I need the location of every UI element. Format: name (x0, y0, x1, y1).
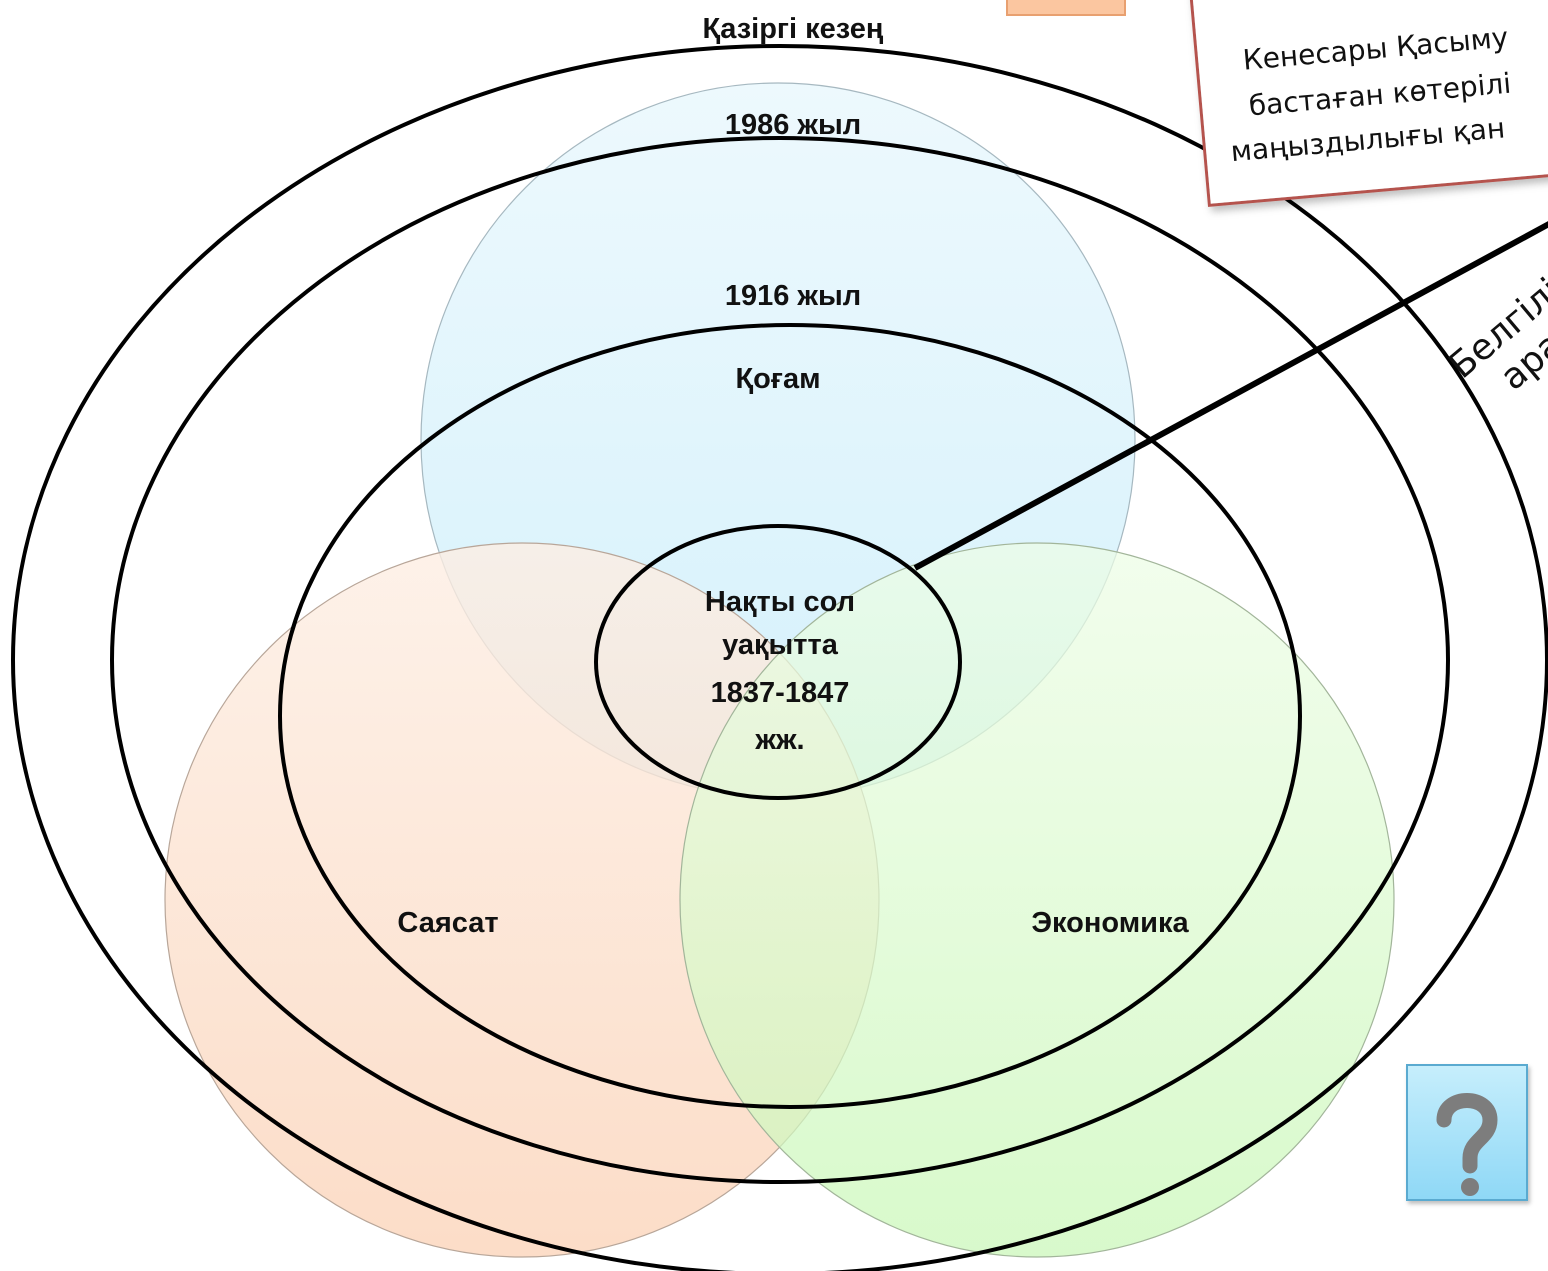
center-label-line-2: уақытта (722, 629, 839, 661)
help-button[interactable] (1406, 1064, 1528, 1201)
question-mark-icon (1436, 1093, 1498, 1196)
year-1986-ellipse (110, 136, 1450, 1184)
center-period-ellipse (594, 524, 962, 800)
label-society: Қоғам (735, 363, 820, 395)
note-box: Кенесары Қасыму бастаған көтерілі маңызд… (1186, 0, 1548, 207)
orange-tab-button[interactable] (1006, 0, 1126, 16)
economy-circle (679, 542, 1395, 1258)
connector-line (913, 221, 1548, 571)
label-year-1916: 1916 жыл (725, 280, 861, 312)
center-label-line-3: 1837-1847 (711, 677, 850, 709)
year-1916-ellipse (278, 323, 1302, 1109)
label-economy: Экономика (1031, 907, 1189, 939)
label-year-1986: 1986 жыл (725, 109, 861, 141)
side-caption: Белгілі арал (1441, 271, 1548, 399)
center-label-line-4: жж. (754, 724, 804, 756)
center-label-line-1: Нақты сол (705, 586, 855, 618)
present-period-ellipse (11, 44, 1548, 1271)
label-present-period: Қазіргі кезең (703, 13, 884, 45)
label-politics: Саясат (397, 907, 498, 939)
